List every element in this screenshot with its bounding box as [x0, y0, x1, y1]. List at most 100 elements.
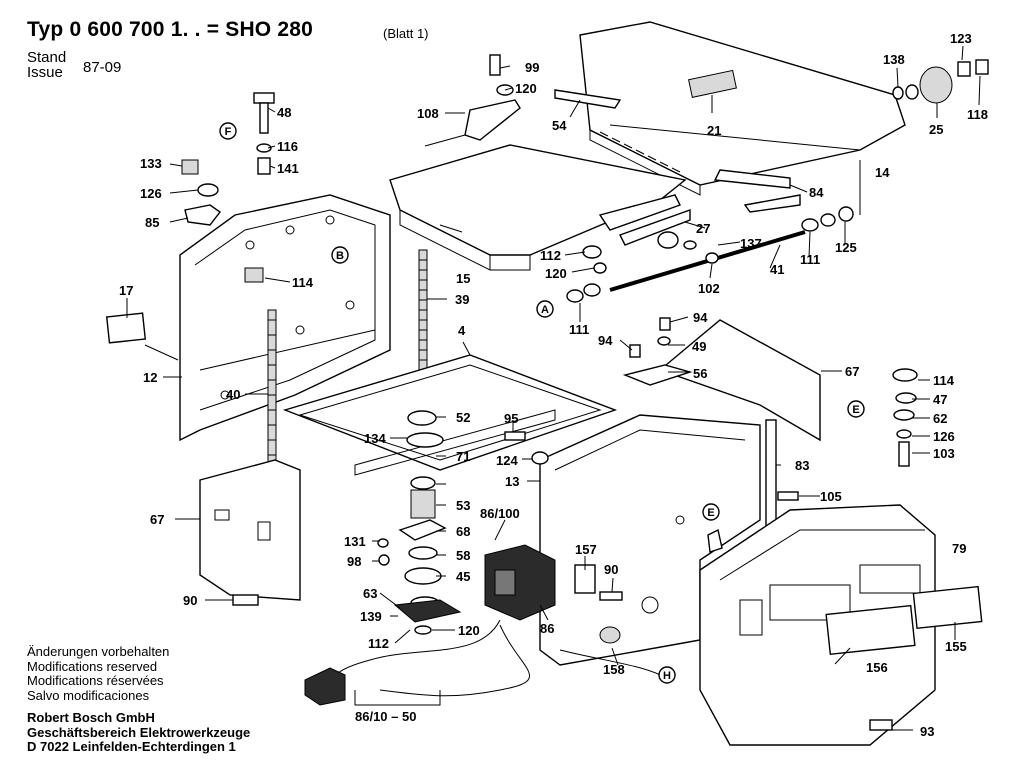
- footer-company: Robert Bosch GmbH Geschäftsbereich Elekt…: [27, 710, 251, 755]
- callout: 41: [770, 262, 784, 277]
- callout: 90: [604, 562, 618, 577]
- ref-f: F: [225, 126, 232, 138]
- callout: 90: [183, 593, 197, 608]
- footer-line: Modifications réservées: [27, 673, 164, 689]
- callout: 114: [933, 373, 955, 388]
- callout: 67: [150, 512, 164, 527]
- callout: 103: [933, 446, 955, 461]
- callout: 137: [740, 236, 762, 251]
- callout: 40: [226, 387, 240, 402]
- callout: 112: [368, 636, 389, 651]
- model-name: SHO 280: [225, 18, 314, 41]
- label-plate-155: [912, 585, 983, 630]
- callout: 49: [692, 339, 706, 354]
- callout: 45: [456, 569, 470, 584]
- callout: 116: [277, 139, 298, 154]
- cover-plate-right: [658, 319, 821, 442]
- callout: 134: [364, 431, 386, 446]
- callout: 83: [795, 458, 809, 473]
- ref-h: H: [663, 670, 671, 682]
- right-side-frame: [539, 414, 761, 666]
- reference-markers: F B A E E H: [219, 122, 865, 684]
- callout: 39: [455, 292, 469, 307]
- leader-lines: [126, 45, 981, 731]
- callout: 125: [835, 240, 857, 255]
- callout: 155: [945, 639, 967, 654]
- callout: 139: [360, 609, 382, 624]
- callout: 156: [866, 660, 888, 675]
- callout: 47: [933, 392, 947, 407]
- callout: 157: [575, 542, 597, 557]
- callout: 67: [845, 364, 859, 379]
- callout: 21: [707, 123, 721, 138]
- callout: 25: [929, 122, 943, 137]
- callout: 58: [456, 548, 470, 563]
- callout: 118: [967, 107, 988, 122]
- bracket-83: [765, 419, 777, 531]
- label-plate-156: [825, 604, 916, 656]
- callout: 48: [277, 105, 291, 120]
- callout: 84: [809, 185, 824, 200]
- callout: 120: [458, 623, 480, 638]
- callout: 126: [140, 186, 162, 201]
- spindle-parts-stack: [393, 410, 462, 635]
- planer-table-top: [579, 21, 906, 196]
- feed-table-cover: [389, 144, 687, 271]
- footer-line: Änderungen vorbehalten: [27, 644, 170, 659]
- callout: 138: [883, 52, 905, 67]
- callout: 95: [504, 411, 518, 426]
- callout: 63: [363, 586, 377, 601]
- callout-labels: 99 120 108 54 48 116 141 133 126 85 114 …: [119, 31, 988, 739]
- callout: 111: [569, 322, 589, 337]
- callout: 108: [417, 106, 439, 121]
- callout: 112: [540, 248, 561, 263]
- handwheel: [892, 59, 989, 104]
- sheet-label: (Blatt 1): [383, 26, 429, 41]
- small-hardware: [181, 54, 918, 731]
- ref-e-1: E: [852, 404, 859, 416]
- callout: 99: [525, 60, 539, 75]
- callout: 98: [347, 554, 361, 569]
- issue-value: 87-09: [83, 59, 122, 76]
- callout: 141: [277, 161, 299, 176]
- callout: 62: [933, 411, 947, 426]
- threaded-rod-40: [267, 309, 277, 486]
- callout: 71: [456, 449, 470, 464]
- company-name: Robert Bosch GmbH: [27, 710, 155, 725]
- footer-line: Salvo modificaciones: [27, 687, 150, 703]
- callout: 79: [952, 541, 966, 556]
- callout: 131: [344, 534, 366, 549]
- callout: 54: [552, 118, 567, 133]
- callout: 102: [698, 281, 720, 296]
- callout: 53: [456, 498, 470, 513]
- callout: 120: [545, 266, 567, 281]
- callout: 13: [505, 474, 519, 489]
- callout: 56: [693, 366, 707, 381]
- callout: 114: [292, 275, 314, 290]
- footer-line: Modifications reserved: [27, 658, 158, 674]
- callout: 126: [933, 429, 955, 444]
- label-plate-17: [105, 312, 147, 344]
- company-address: D 7022 Leinfelden-Echterdingen 1: [27, 739, 236, 755]
- callout: 12: [143, 370, 157, 385]
- callout: 68: [456, 524, 470, 539]
- stand-label: Stand: [27, 49, 67, 66]
- cover-plate-left: [199, 459, 301, 601]
- ref-b: B: [336, 250, 344, 262]
- callout: 27: [696, 221, 710, 236]
- callout: 133: [140, 156, 162, 171]
- company-division: Geschäftsbereich Elektrowerkzeuge: [27, 724, 251, 740]
- callout: 120: [515, 81, 537, 96]
- callout: 111: [800, 252, 820, 267]
- callout: 105: [820, 489, 842, 504]
- callout: 86/10 – 50: [355, 709, 416, 724]
- type-number: 0 600 700 1. . =: [69, 18, 220, 41]
- switch-86: [484, 544, 556, 621]
- ref-e-2: E: [707, 507, 714, 519]
- callout: 94: [693, 310, 708, 325]
- issue-label: Issue: [27, 64, 63, 81]
- callout: 4: [458, 323, 466, 338]
- callout: 86: [540, 621, 554, 636]
